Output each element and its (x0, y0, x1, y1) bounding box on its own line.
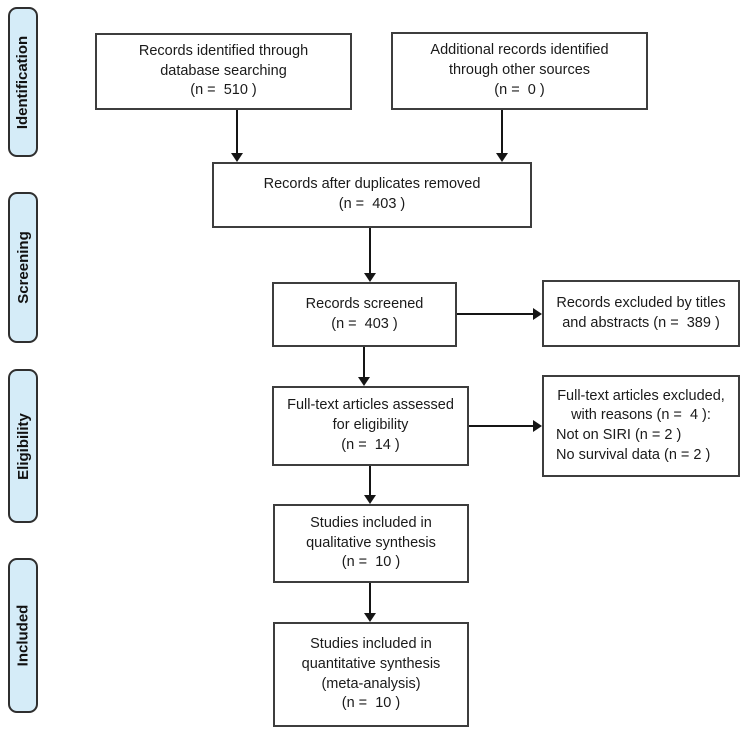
box-records-identified: Records identified through database sear… (95, 33, 352, 110)
arrow-fulltext-to-excluded (469, 420, 542, 432)
box-quantitative-synthesis: Studies included in quantitative synthes… (273, 622, 469, 727)
box-fulltext-excluded-reasons: Not on SIRI (n = 2 ) No survival data (n… (556, 427, 711, 463)
box-additional-records: Additional records identified through ot… (391, 32, 648, 110)
stage-eligibility-label: Eligibility (14, 412, 32, 480)
arrow-fulltext-to-qualitative (364, 466, 376, 504)
box-qualitative-synthesis: Studies included in qualitative synthesi… (273, 504, 469, 583)
stage-screening-label: Screening (14, 231, 32, 304)
stage-identification: Identification (8, 7, 38, 157)
stage-screening: Screening (8, 192, 38, 343)
stage-eligibility: Eligibility (8, 369, 38, 523)
box-fulltext-excluded-header: Full-text articles excluded, with reason… (557, 387, 725, 424)
stage-identification-label: Identification (14, 35, 32, 129)
arrow-additional-to-duplicates (496, 110, 508, 162)
box-records-excluded: Records excluded by titles and abstracts… (542, 280, 740, 347)
box-duplicates-removed: Records after duplicates removed (n = 40… (212, 162, 532, 228)
box-fulltext-assessed: Full-text articles assessed for eligibil… (272, 386, 469, 466)
stage-included-label: Included (14, 604, 32, 667)
stage-included: Included (8, 558, 38, 713)
arrow-duplicates-to-screened (364, 228, 376, 282)
arrow-screened-to-excluded (457, 308, 542, 320)
arrow-screened-to-fulltext (358, 347, 370, 386)
box-records-screened: Records screened (n = 403 ) (272, 282, 457, 347)
arrow-qualitative-to-quantitative (364, 583, 376, 622)
arrow-identified-to-duplicates (231, 110, 243, 162)
box-fulltext-excluded: Full-text articles excluded, with reason… (542, 375, 740, 477)
